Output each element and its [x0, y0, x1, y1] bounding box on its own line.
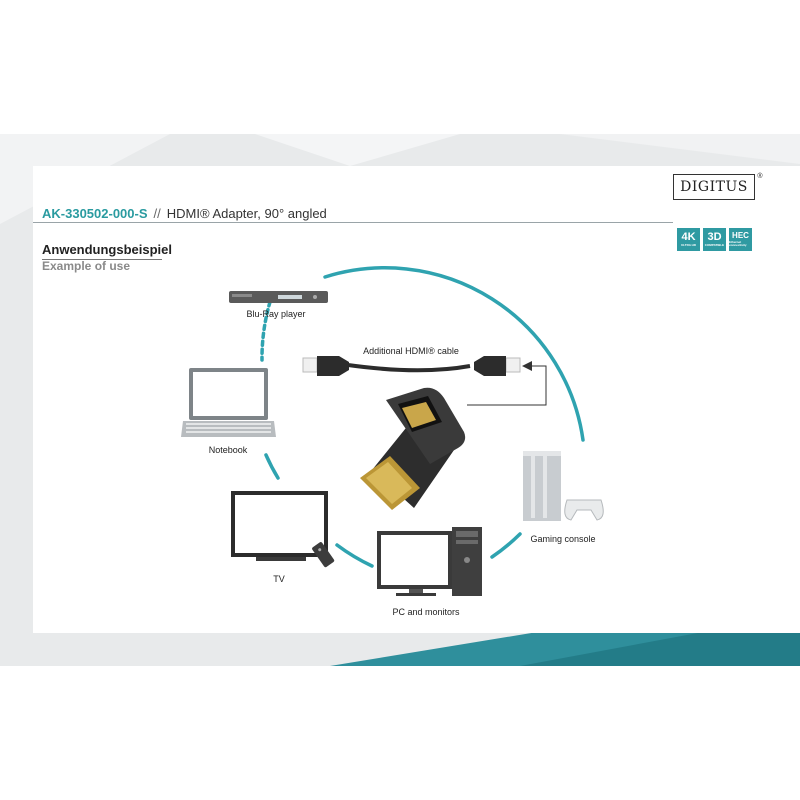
product-title: AK-330502-000-S // HDMI® Adapter, 90° angl… [42, 206, 327, 221]
connection-arrow [467, 361, 547, 406]
circle-arc-top [323, 266, 585, 442]
tv-label: TV [273, 574, 285, 584]
bluray-label: Blu-Ray player [246, 309, 306, 319]
cable-label: Additional HDMI® cable [363, 346, 459, 356]
gaming-console-icon [523, 451, 604, 521]
console-label: Gaming console [530, 534, 596, 544]
pc-monitor-icon [377, 527, 482, 596]
circle-arc-bottom-right [490, 532, 522, 559]
heading-english: Example of use [42, 259, 131, 273]
badge-3d: 3D COMPATIBLE [703, 228, 726, 251]
registered-mark: ® [757, 173, 763, 180]
title-divider [33, 222, 673, 223]
gamepad-icon [564, 499, 604, 521]
notebook-label: Notebook [208, 445, 248, 455]
circle-arc-left-mid [264, 453, 280, 480]
hdmi-adapter-icon [360, 387, 466, 510]
digitus-logo: DIGITUS ® [673, 173, 763, 200]
tv-icon [231, 491, 335, 568]
notebook-icon [181, 368, 276, 437]
badge-3d-label: 3D [707, 231, 722, 243]
feature-badges: 4K ULTRA HD 3D COMPATIBLE HEC Ethernet c… [677, 228, 752, 251]
badge-4k-label: 4K [681, 231, 696, 243]
badge-hec-label: HEC [732, 231, 749, 240]
bluray-player-icon [229, 291, 328, 303]
circle-arc-left-upper [260, 300, 272, 362]
product-name: HDMI® Adapter, 90° angled [166, 206, 327, 221]
badge-3d-sub: COMPATIBLE [704, 243, 725, 247]
badge-hec: HEC Ethernet connectivity [729, 228, 752, 251]
heading-german: Anwendungsbeispiel [42, 242, 173, 260]
hdmi-cable-icon [302, 356, 521, 376]
logo-text: DIGITUS [680, 179, 748, 195]
pc-label: PC and monitors [392, 607, 460, 617]
badge-4k: 4K ULTRA HD [677, 228, 700, 251]
connection-circle [260, 266, 585, 568]
circle-arc-bottom-left [335, 543, 374, 568]
remote-control-icon [312, 542, 335, 568]
arrow-head-icon [522, 361, 532, 371]
product-sku: AK-330502-000-S [42, 206, 148, 221]
title-separator: // [153, 206, 161, 221]
badge-hec-sub: Ethernet connectivity [729, 240, 747, 247]
badge-4k-sub: ULTRA HD [681, 243, 696, 247]
